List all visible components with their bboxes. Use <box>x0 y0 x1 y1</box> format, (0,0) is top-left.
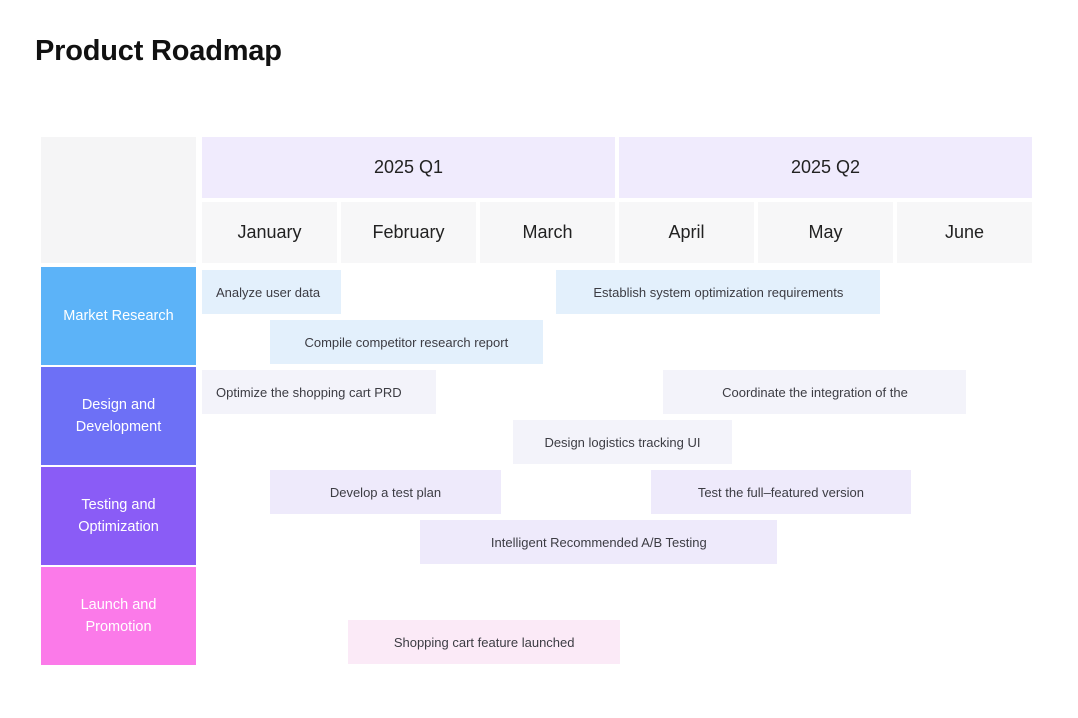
month-header-january: January <box>202 202 337 263</box>
task-bar[interactable]: Compile competitor research report <box>270 320 543 364</box>
task-bar[interactable]: Analyze user data <box>202 270 341 314</box>
task-bar[interactable]: Design logistics tracking UI <box>513 420 732 464</box>
quarter-header-1: 2025 Q1 <box>202 137 615 198</box>
category-label-launch-and-promotion[interactable]: Launch and Promotion <box>41 567 196 665</box>
month-header-june: June <box>897 202 1032 263</box>
task-bar[interactable]: Establish system optimization requiremen… <box>556 270 881 314</box>
month-header-april: April <box>619 202 754 263</box>
month-header-may: May <box>758 202 893 263</box>
task-bar[interactable]: Test the full–featured version <box>650 470 911 514</box>
task-bar[interactable]: Shopping cart feature launched <box>347 620 621 664</box>
task-bar[interactable]: Intelligent Recommended A/B Testing <box>420 520 778 564</box>
month-header-march: March <box>480 202 615 263</box>
task-bar[interactable]: Coordinate the integration of the <box>663 370 967 414</box>
category-label-design-and-development[interactable]: Design and Development <box>41 367 196 465</box>
corner-cell <box>41 137 196 263</box>
category-label-market-research[interactable]: Market Research <box>41 267 196 365</box>
quarter-header-2: 2025 Q2 <box>619 137 1032 198</box>
category-label-testing-and-optimization[interactable]: Testing and Optimization <box>41 467 196 565</box>
page-title: Product Roadmap <box>35 35 282 67</box>
task-bar[interactable]: Develop a test plan <box>270 470 501 514</box>
month-header-february: February <box>341 202 476 263</box>
task-bar[interactable]: Optimize the shopping cart PRD <box>202 370 436 414</box>
